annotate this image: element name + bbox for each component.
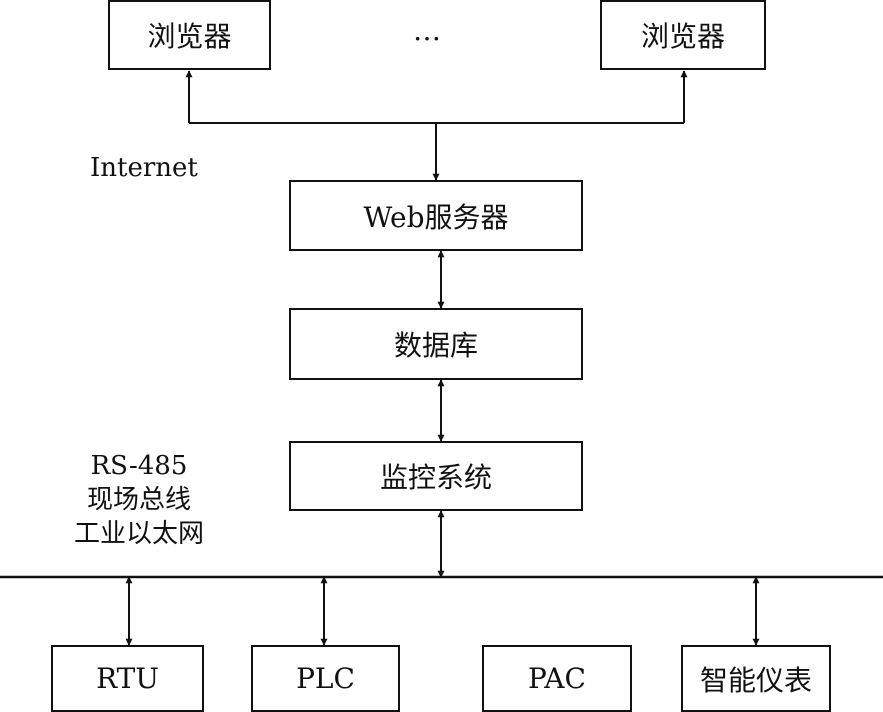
device-box-pac: PAC (482, 645, 632, 712)
database-label: 数据库 (393, 329, 478, 362)
device-box-smart-meter: 智能仪表 (681, 645, 831, 712)
web-server-box: Web服务器 (289, 180, 583, 251)
internet-label: Internet (90, 153, 198, 183)
browser-ellipsis: … (413, 14, 441, 47)
bus-line-rs485: RS-485 (90, 451, 188, 481)
browser-box-left: 浏览器 (108, 0, 271, 70)
web-server-label: Web服务器 (363, 200, 509, 234)
device-label-pac: PAC (528, 662, 586, 695)
monitor-system-label: 监控系统 (379, 461, 492, 494)
device-label-rtu: RTU (96, 662, 159, 695)
monitor-system-box: 监控系统 (289, 441, 583, 511)
bus-line-fieldbus: 现场总线 (86, 485, 191, 515)
device-label-smart-meter: 智能仪表 (699, 663, 812, 697)
device-box-plc: PLC (251, 645, 400, 712)
device-box-rtu: RTU (51, 645, 204, 712)
browser-box-right: 浏览器 (600, 0, 766, 70)
browser-label-right: 浏览器 (640, 20, 725, 53)
field-bus-label: RS-485 现场总线 工业以太网 (50, 449, 228, 551)
bus-line-ethernet: 工业以太网 (73, 519, 204, 549)
browser-label-left: 浏览器 (147, 20, 232, 53)
database-box: 数据库 (289, 308, 583, 380)
device-label-plc: PLC (296, 662, 355, 695)
